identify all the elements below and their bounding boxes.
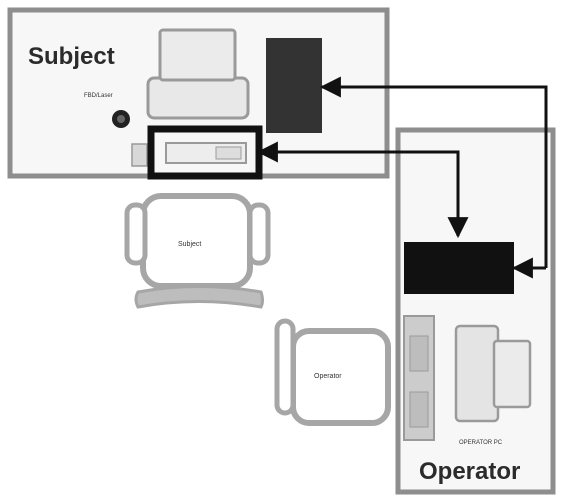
subject-device-label: FBD/Laser	[84, 93, 113, 99]
operator-chair-arm	[274, 318, 296, 416]
operator-pc-label: OPERATOR PC	[459, 440, 503, 446]
operator-control-box	[404, 242, 514, 294]
subject-monitor-base	[146, 76, 250, 120]
operator-pc-slot-2	[409, 391, 429, 428]
subject-side-block	[131, 143, 148, 167]
subject-device-icon	[112, 110, 130, 128]
link-to-tower	[319, 76, 548, 268]
subject-monitor	[146, 28, 250, 120]
operator-pc-monitor-screen	[492, 339, 532, 409]
subject-chair-arm-left	[124, 202, 148, 266]
subject-room-label: Subject	[28, 43, 115, 70]
operator-pc	[403, 315, 532, 441]
subject-signal-box-slot	[215, 146, 242, 160]
link-to-signal-box	[256, 141, 469, 239]
subject-chair-label: Subject	[178, 241, 201, 248]
operator-chair: Operator	[274, 318, 391, 426]
operator-room-label: Operator	[419, 458, 520, 485]
subject-monitor-screen	[158, 28, 237, 82]
subject-chair: Subject	[124, 193, 271, 309]
subject-chair-back	[134, 285, 264, 309]
subject-chair-arm-right	[247, 202, 271, 266]
subject-tower	[266, 38, 322, 133]
operator-pc-slot-1	[409, 335, 429, 372]
operator-chair-label: Operator	[314, 373, 342, 380]
operator-pc-monitor-back	[454, 324, 500, 423]
